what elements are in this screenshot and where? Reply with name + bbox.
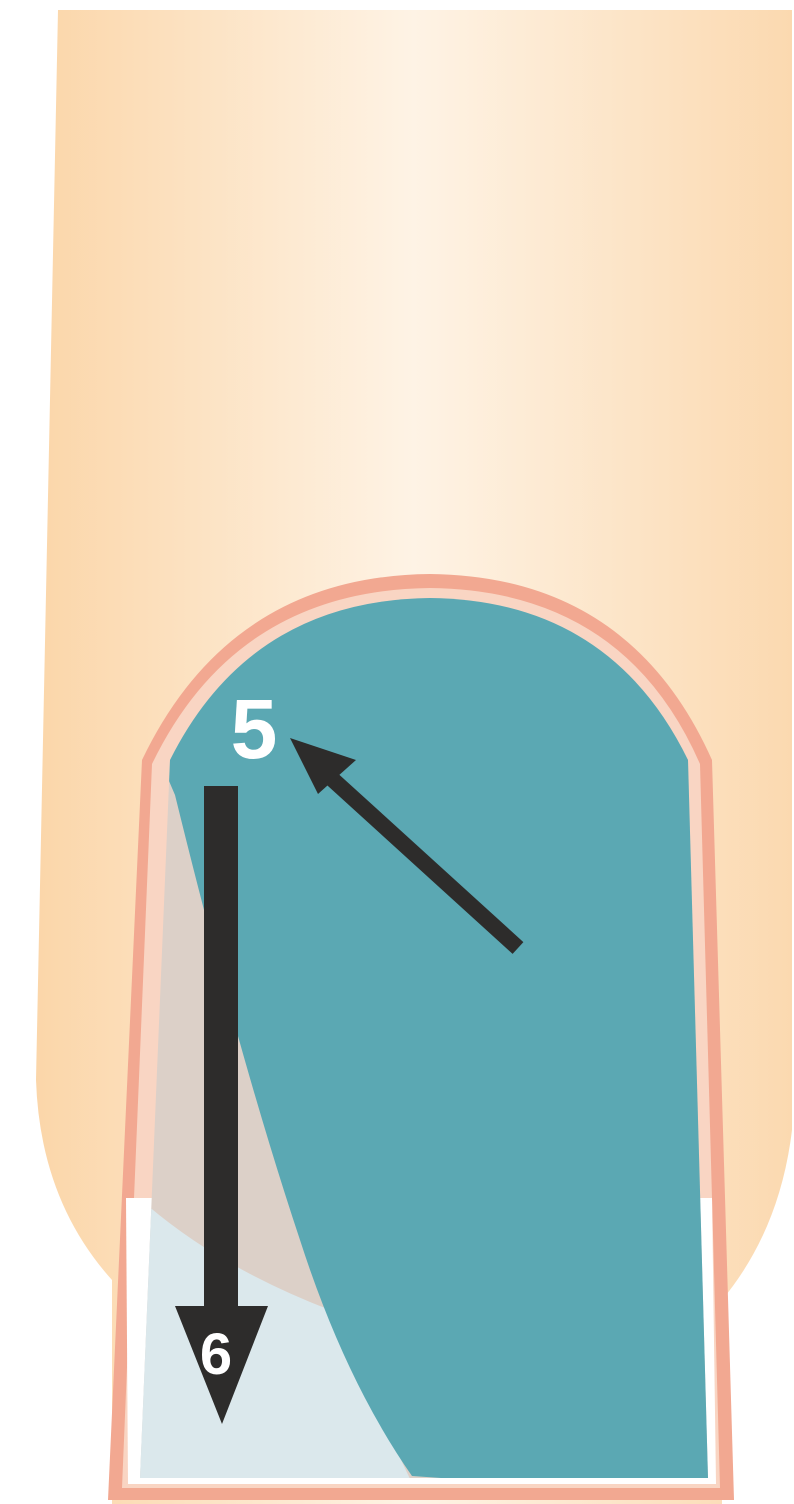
step-number-6: 6 xyxy=(200,1322,232,1387)
step-number-5: 5 xyxy=(231,682,278,776)
